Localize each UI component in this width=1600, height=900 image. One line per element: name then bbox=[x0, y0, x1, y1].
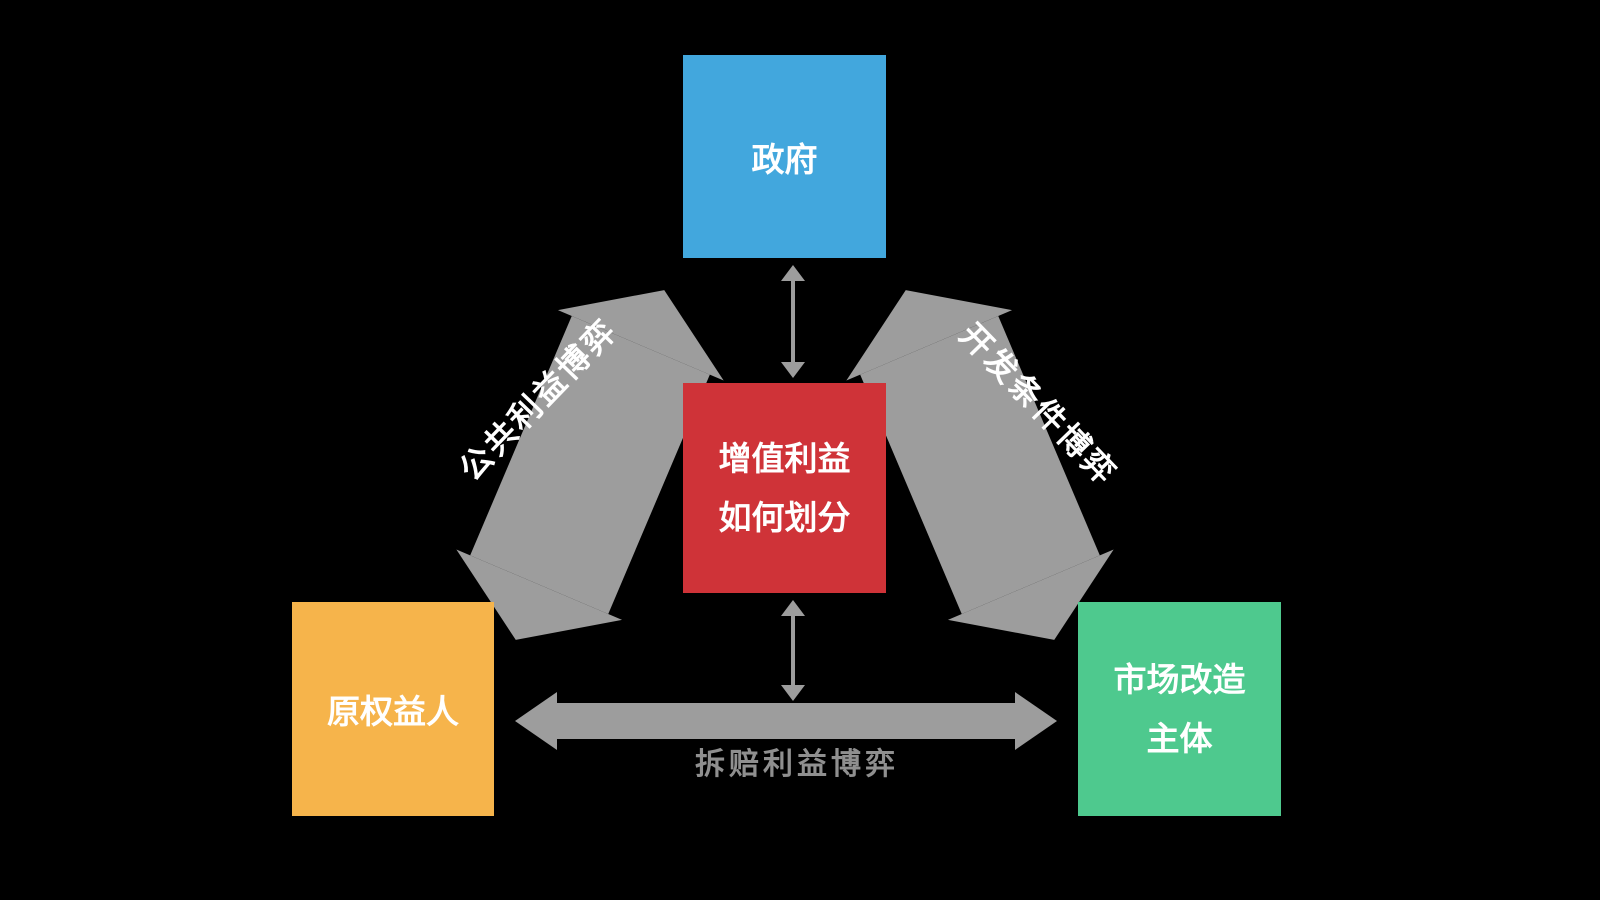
arrowhead-down-icon bbox=[781, 685, 805, 701]
node-original-rights-holder: 原权益人 bbox=[292, 602, 494, 816]
label-demolition-compensation-game: 拆赔利益博弈 bbox=[695, 747, 899, 782]
arrow-shaft bbox=[791, 613, 795, 688]
node-government-label: 政府 bbox=[751, 139, 818, 179]
node-government: 政府 bbox=[683, 55, 886, 258]
band-bar bbox=[557, 703, 1015, 739]
band-demolition-compensation-game bbox=[515, 692, 1057, 750]
arrowhead-right-icon bbox=[1015, 692, 1057, 750]
node-value-split-line1: 增值利益 bbox=[718, 438, 851, 478]
node-market-line2: 主体 bbox=[1146, 719, 1213, 758]
arrowhead-up-icon bbox=[781, 265, 805, 281]
arrow-shaft bbox=[791, 278, 795, 365]
arrowhead-down-icon bbox=[781, 362, 805, 378]
arrow-government-center bbox=[780, 265, 806, 378]
arrowhead-left-icon bbox=[515, 692, 557, 750]
arrowhead-up-icon bbox=[781, 600, 805, 616]
node-market-line1: 市场改造 bbox=[1113, 659, 1246, 699]
node-original-rights-holder-label: 原权益人 bbox=[327, 692, 459, 731]
arrow-center-bottom-band bbox=[780, 600, 806, 701]
node-value-split-line2: 如何划分 bbox=[718, 498, 851, 537]
node-market-renovation-entity: 市场改造 主体 bbox=[1078, 602, 1281, 816]
node-value-split-question: 增值利益 如何划分 bbox=[683, 383, 886, 593]
